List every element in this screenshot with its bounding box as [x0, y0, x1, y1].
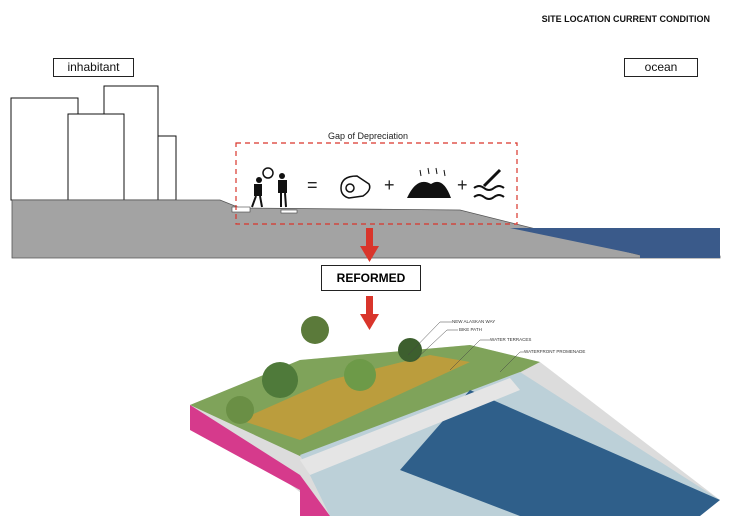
plus-sign: +: [457, 175, 468, 195]
inhabitant-label: inhabitant: [53, 58, 134, 77]
equals-sign: =: [307, 175, 318, 195]
arrow-down-icon: [360, 228, 379, 262]
buildings: [10, 85, 177, 201]
callout-waterfront-promenade: WATERFRONT PROMENADE: [524, 349, 586, 354]
callout-water-terraces: WATER TERRACES: [490, 337, 532, 342]
plus-sign: +: [384, 175, 395, 195]
people-playing-icon: [251, 167, 287, 208]
callout-lines: [407, 321, 524, 373]
waterfront-rendering: [190, 316, 720, 516]
page-title: SITE LOCATION CURRENT CONDITION: [541, 14, 710, 24]
gap-title: Gap of Depreciation: [328, 131, 409, 141]
callout-bike-path: BIKE PATH: [459, 327, 482, 332]
garbage-pile-icon: [407, 167, 451, 198]
callout-new-alaskan-way: NEW ALASKAN WAY: [452, 319, 496, 324]
polluted-water-icon: [473, 168, 505, 200]
arrow-down-icon: [360, 296, 379, 330]
reformed-label: REFORMED: [321, 265, 421, 291]
wallet-icon: [340, 175, 371, 199]
ocean-water: [510, 228, 720, 258]
ocean-label: ocean: [624, 58, 698, 77]
